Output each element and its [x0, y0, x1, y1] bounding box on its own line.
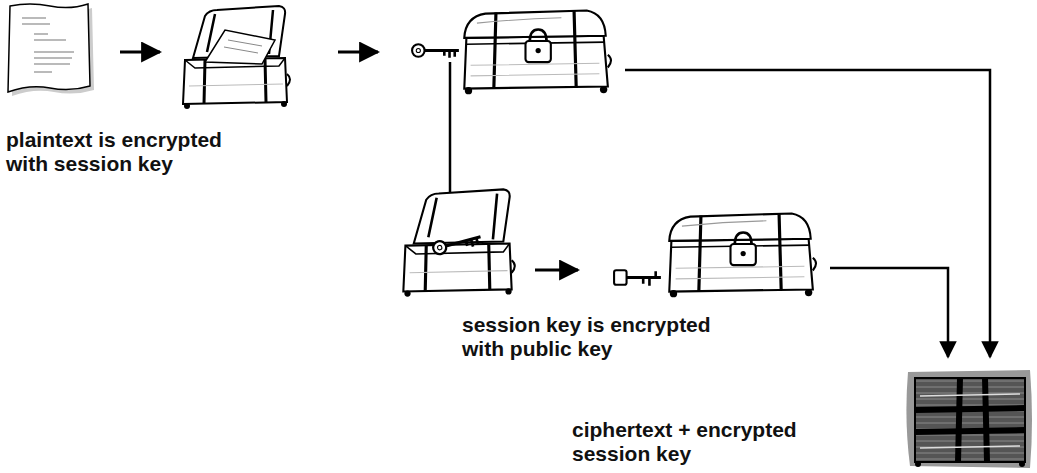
open-chest-with-key [403, 189, 514, 296]
caption-label: plaintext is encrypted with session key [6, 128, 246, 176]
plaintext-document [8, 4, 94, 96]
flow-line [830, 268, 948, 357]
flow-arrow [120, 51, 160, 54]
flow-arrow [338, 51, 378, 54]
caption-label: ciphertext + encrypted session key [572, 418, 804, 466]
open-chest-with-document [183, 6, 290, 109]
public-key [614, 270, 661, 286]
session-key [412, 44, 459, 58]
ciphertext-bundle [906, 370, 1032, 468]
caption-label: session key is encrypted with public key [462, 313, 732, 361]
flow-arrow [535, 269, 578, 272]
locked-chest [464, 10, 611, 94]
locked-chest [669, 213, 816, 297]
